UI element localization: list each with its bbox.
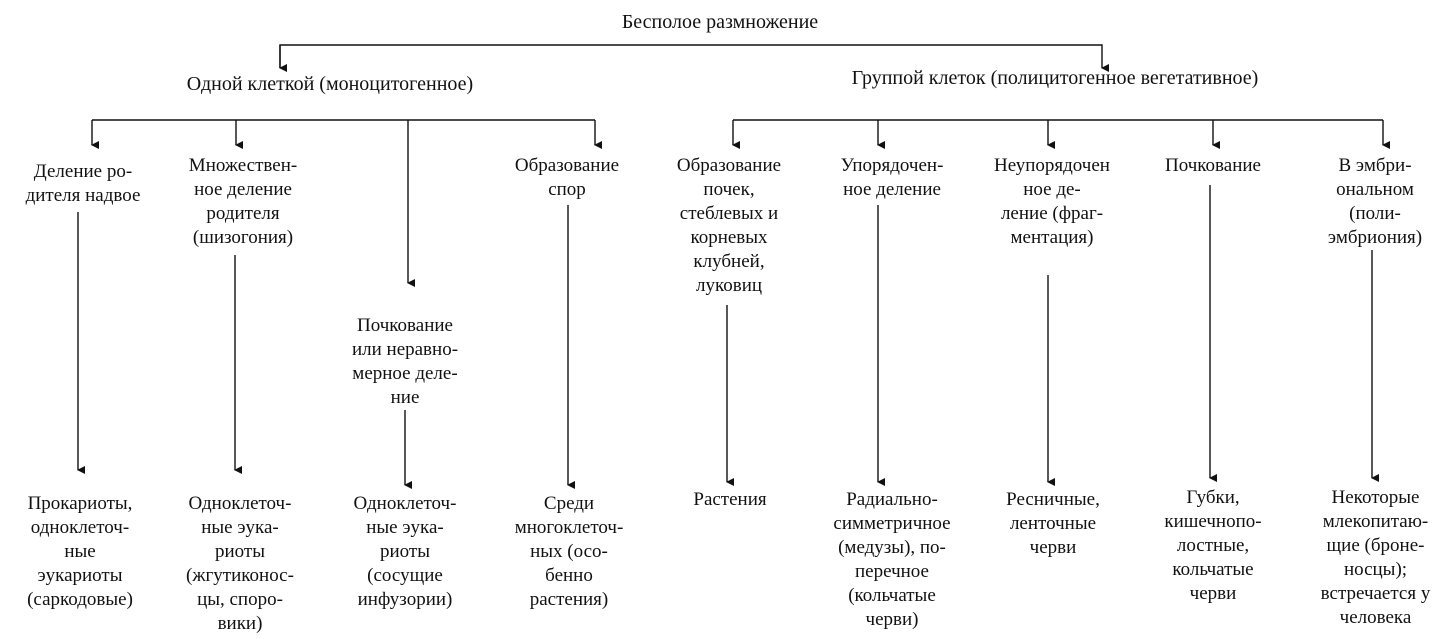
example-7: Ресничные, ленточные черви (1006, 489, 1100, 558)
example-8: Губки, кишечнопо- лостные, кольчатые чер… (1164, 487, 1262, 604)
diagram-title: Бесполое размножение (621, 11, 819, 33)
method-9: В эмбри- ональном (поли- эмбриония) (1327, 155, 1423, 248)
example-2: Одноклеточ- ные эука- риоты (жгутиконос-… (186, 493, 294, 634)
branch-mono: Одной клеткой (моноцитогенное) (186, 73, 474, 95)
method-1: Деление ро- дителя надвое (25, 161, 141, 206)
method-6: Упорядочен- ное деление (840, 155, 944, 200)
method-2: Множествен- ное деление родителя (шизого… (188, 155, 298, 248)
example-9: Некоторые млекопитаю- щие (броне- носцы)… (1320, 487, 1431, 628)
method-3: Почкование или неравно- мерное деле- ние (351, 315, 459, 408)
top-bracket (279, 44, 1109, 72)
example-4: Среди многоклеточ- ных (осо- бенно расте… (514, 493, 624, 610)
example-5: Растения (693, 489, 767, 510)
example-1: Прокариоты, одноклеточ- ные эукариоты (с… (27, 493, 133, 610)
example-3: Одноклеточ- ные эука- риоты (сосущие инф… (353, 493, 457, 610)
method-7: Неупорядочен ное де- ление (фраг- ментац… (994, 155, 1110, 248)
example-6: Радиально- симметричное (медузы), по- пе… (833, 489, 951, 630)
method-8: Почкование (1165, 155, 1261, 176)
branch-poly: Группой клеток (полицитогенное вегетатив… (851, 67, 1259, 89)
method-4: Образование спор (514, 155, 620, 200)
method-5: Образование почек, стеблевых и корневых … (676, 155, 782, 296)
